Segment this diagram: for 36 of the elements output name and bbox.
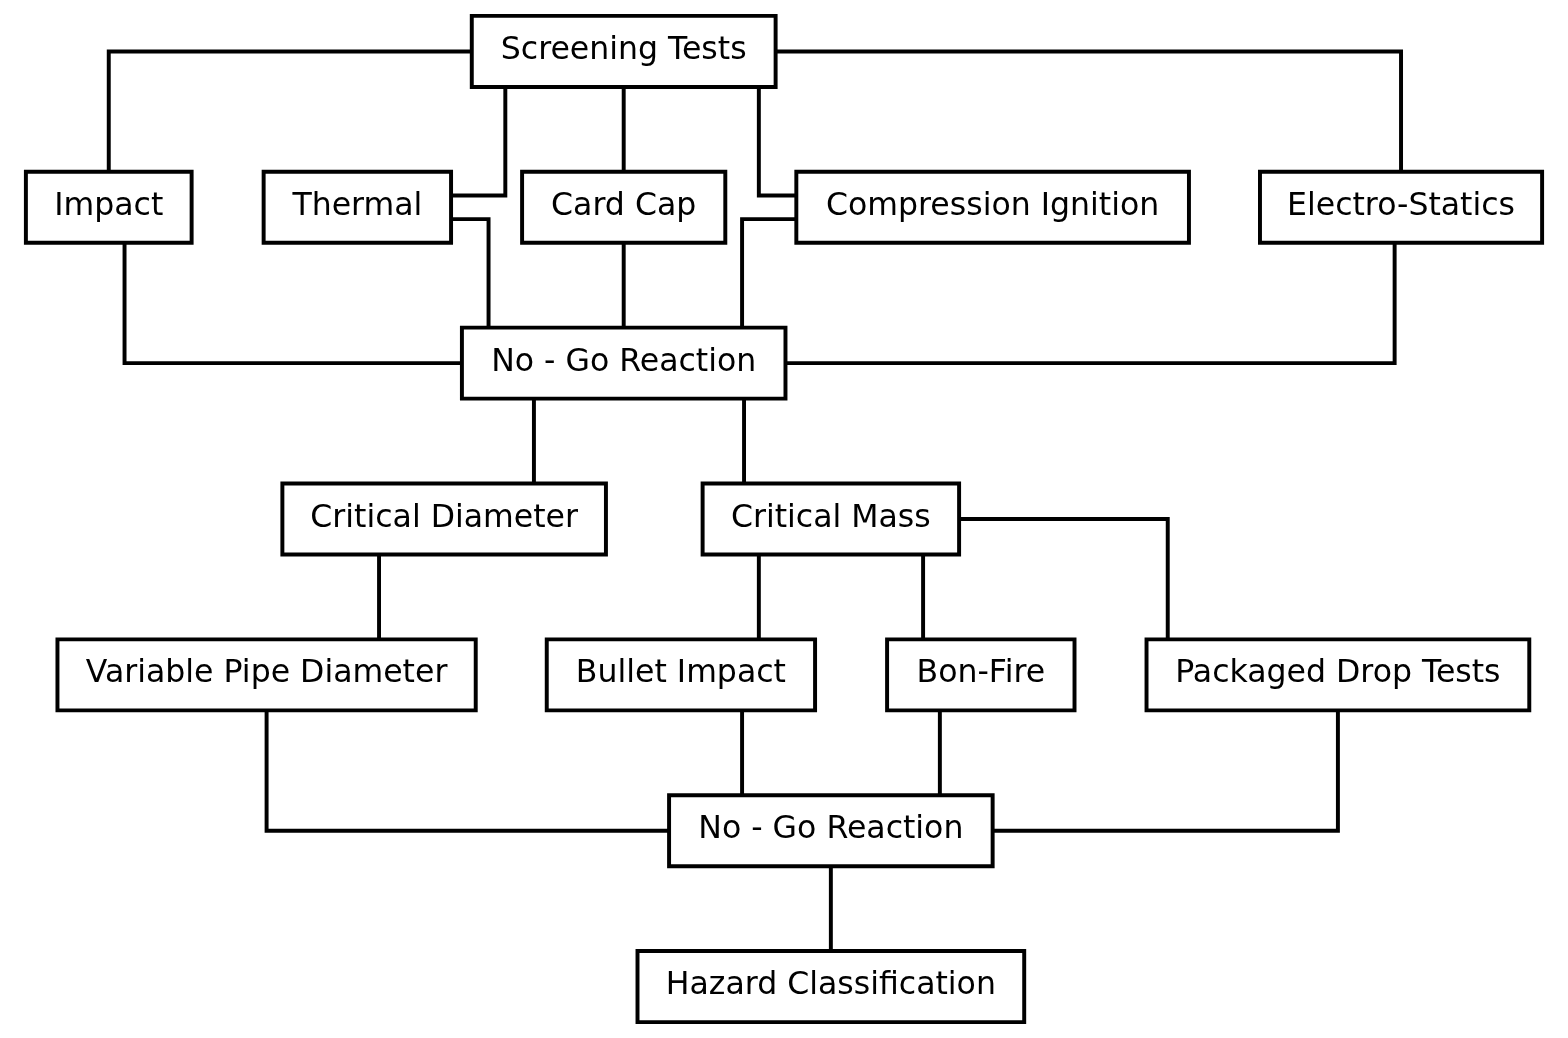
node-box: Impact <box>23 169 194 245</box>
connector <box>742 399 747 484</box>
node-box: No - Go Reaction <box>459 325 788 401</box>
node-box: Compression Ignition <box>794 169 1191 245</box>
node-box: Bon-Fire <box>885 637 1077 713</box>
node-box: Bullet Impact <box>544 637 818 713</box>
connector <box>106 49 472 172</box>
connector <box>786 243 1397 366</box>
connector <box>621 87 626 172</box>
node-box: Card Cap <box>520 169 728 245</box>
node-box: Hazard Classification <box>635 949 1027 1025</box>
connector <box>937 711 942 795</box>
connector <box>776 49 1403 172</box>
node-box: Critical Diameter <box>280 481 608 557</box>
node-box: Screening Tests <box>469 13 778 89</box>
node-box: Variable Pipe Diameter <box>55 637 478 713</box>
connector <box>621 243 626 328</box>
connector <box>921 555 926 639</box>
node-box: No - Go Reaction <box>667 793 995 869</box>
connector <box>451 217 491 328</box>
node-box: Packaged Drop Tests <box>1144 637 1532 713</box>
node-box: Critical Mass <box>700 481 962 557</box>
connector <box>992 711 1340 833</box>
connector <box>959 517 1170 639</box>
connector <box>531 399 536 484</box>
connector <box>740 711 745 795</box>
connector <box>756 87 796 198</box>
connector <box>828 866 833 951</box>
connector <box>264 711 669 833</box>
connector <box>122 243 462 366</box>
node-box: Thermal <box>261 169 454 245</box>
connector <box>377 555 382 639</box>
connector <box>740 217 796 328</box>
connector <box>756 555 761 639</box>
connector <box>451 87 508 198</box>
node-box: Electro-Statics <box>1258 169 1545 245</box>
